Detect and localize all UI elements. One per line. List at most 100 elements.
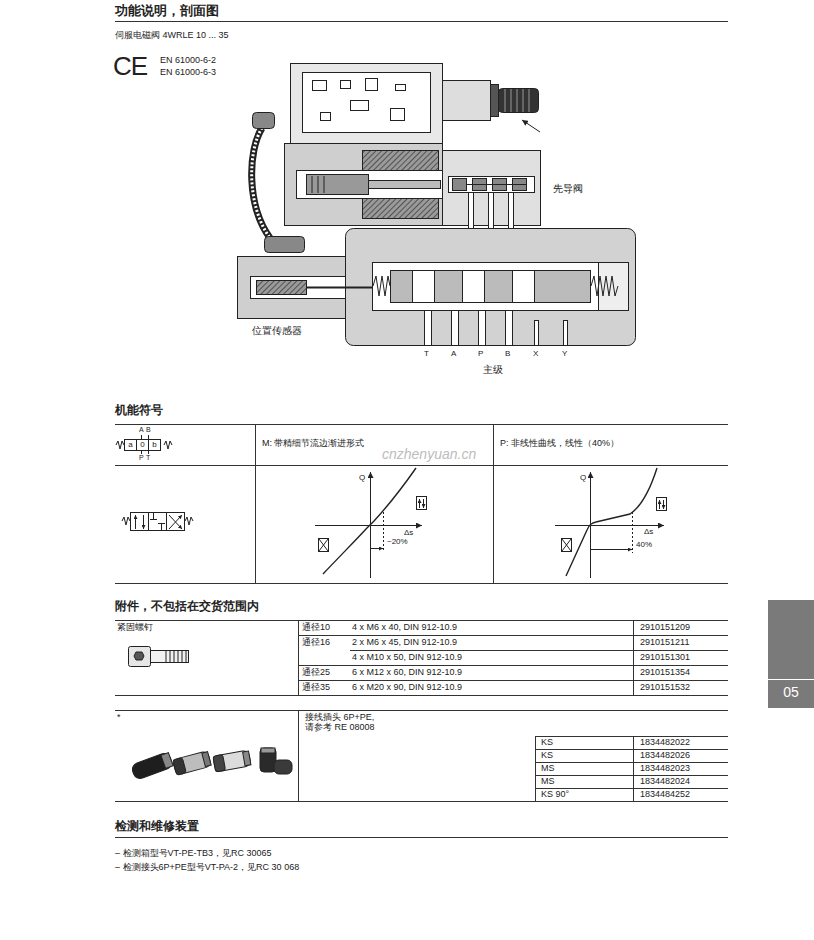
flow-curve-graph [566, 468, 657, 576]
note-text: – 检测箱型号VT-PE-TB3，见RC 30065 [115, 849, 272, 859]
table-cell: 通径35 [302, 683, 330, 693]
accessory-table-grid [535, 762, 728, 763]
port-letter: T [424, 350, 429, 359]
screw-picture [151, 651, 189, 663]
valve-section [396, 85, 406, 91]
section-rule [115, 22, 728, 838]
ce-mark: CE [113, 53, 147, 79]
flow-curve-graph [555, 468, 667, 578]
valve-section [449, 177, 535, 193]
valve-section [443, 81, 491, 121]
symbol-table-grid [493, 424, 494, 584]
standard-number: EN 61000-6-3 [160, 68, 216, 78]
flow-curve-graph [562, 539, 571, 551]
valve-section [425, 311, 432, 346]
screw-picture [174, 651, 175, 662]
port-letter: A [139, 426, 144, 434]
valve-symbol [166, 512, 167, 531]
accessory-table-grid [535, 736, 728, 737]
note-text: – 检测接头6P+PE型号VT-PA-2，见RC 30 068 [115, 863, 299, 873]
flow-curve-graph [323, 468, 416, 574]
table-cell: 4 x M10 x 50, DIN 912-10.9 [352, 653, 462, 663]
valve-section [391, 109, 405, 121]
valve-section [265, 237, 305, 253]
connector-plug-photo [161, 753, 173, 769]
table-cell: M: 带精细节流边渐进形式 [262, 439, 365, 449]
flow-curve-graph [319, 539, 328, 551]
axis-label: Δs [404, 529, 413, 538]
accessory-table-grid [633, 620, 634, 696]
section-heading: 检测和维修装置 [115, 820, 199, 833]
footnote-mark: * [117, 713, 121, 723]
table-cell: KS 90° [541, 790, 569, 800]
symbol-table-grid [115, 424, 728, 584]
axis-label: Q [359, 474, 365, 483]
flow-curve-graph [371, 548, 383, 549]
accessory-table-grid [115, 620, 728, 802]
valve-symbol [122, 517, 130, 525]
valve-section [253, 113, 275, 129]
valve-section [511, 89, 512, 112]
screw-picture [182, 651, 183, 662]
valve-section [529, 89, 530, 112]
screw-picture [166, 651, 167, 662]
flow-curve-graph [419, 499, 420, 508]
connector-plug-photo [260, 748, 292, 774]
table-cell: MS [541, 777, 555, 787]
valve-section [366, 79, 378, 91]
valve-section [307, 175, 369, 195]
screw-picture [170, 651, 171, 662]
valve-section [324, 176, 325, 193]
valve-section [499, 89, 539, 113]
accessory-table-grid [535, 775, 728, 776]
valve-symbol-small [116, 441, 124, 449]
valve-section [463, 271, 485, 303]
valve-section [313, 81, 327, 91]
valve-section [297, 171, 443, 199]
valve-symbol-small [141, 451, 142, 454]
valve-symbol [161, 524, 162, 530]
connector-plug-photo [173, 751, 212, 776]
flow-curve-graph [383, 512, 384, 552]
part-number: 2910151209 [640, 623, 690, 633]
section-heading: 功能说明，剖面图 [115, 4, 219, 18]
valve-section [564, 321, 568, 346]
valve-section [591, 276, 618, 296]
valve-section [391, 271, 591, 303]
accessory-table-grid [298, 635, 728, 636]
valve-section [351, 101, 369, 111]
section-heading: 附件，不包括在交货范围内 [115, 600, 259, 613]
valve-section [453, 179, 467, 191]
valve-symbol [185, 517, 193, 525]
valve-section [257, 281, 307, 295]
screw-picture [129, 647, 189, 667]
position-box: b [148, 439, 161, 451]
valve-symbol [148, 512, 149, 531]
connector-plug-photo [243, 751, 251, 766]
connector-plug-photo [173, 751, 212, 776]
valve-section [413, 271, 435, 303]
position-letter: a [125, 440, 136, 450]
port-letter: B [505, 350, 510, 359]
valve-section [522, 120, 540, 132]
accessory-table-grid [298, 620, 299, 696]
connector-plug-photo [130, 748, 292, 780]
flow-curve-graph [319, 539, 328, 551]
valve-symbol [158, 523, 165, 524]
page-number: 05 [768, 679, 814, 700]
table-cell: P: 非线性曲线，线性（40%） [500, 439, 619, 449]
standard-number: EN 61000-6-2 [160, 56, 216, 66]
valve-section [491, 85, 499, 117]
port-letter: P [478, 350, 483, 359]
valve-symbol [143, 515, 144, 529]
valve-section [306, 287, 372, 289]
table-cell: MS [541, 764, 555, 774]
accessory-table-grid [298, 680, 728, 681]
table-cell: 2 x M6 x 45, DIN 912-10.9 [352, 638, 457, 648]
part-number: 1834482026 [640, 751, 690, 761]
valve-section [252, 128, 270, 238]
valve-section [523, 89, 524, 112]
valve-symbol [122, 512, 193, 531]
valve-section [291, 64, 443, 144]
section-rule [115, 21, 728, 22]
